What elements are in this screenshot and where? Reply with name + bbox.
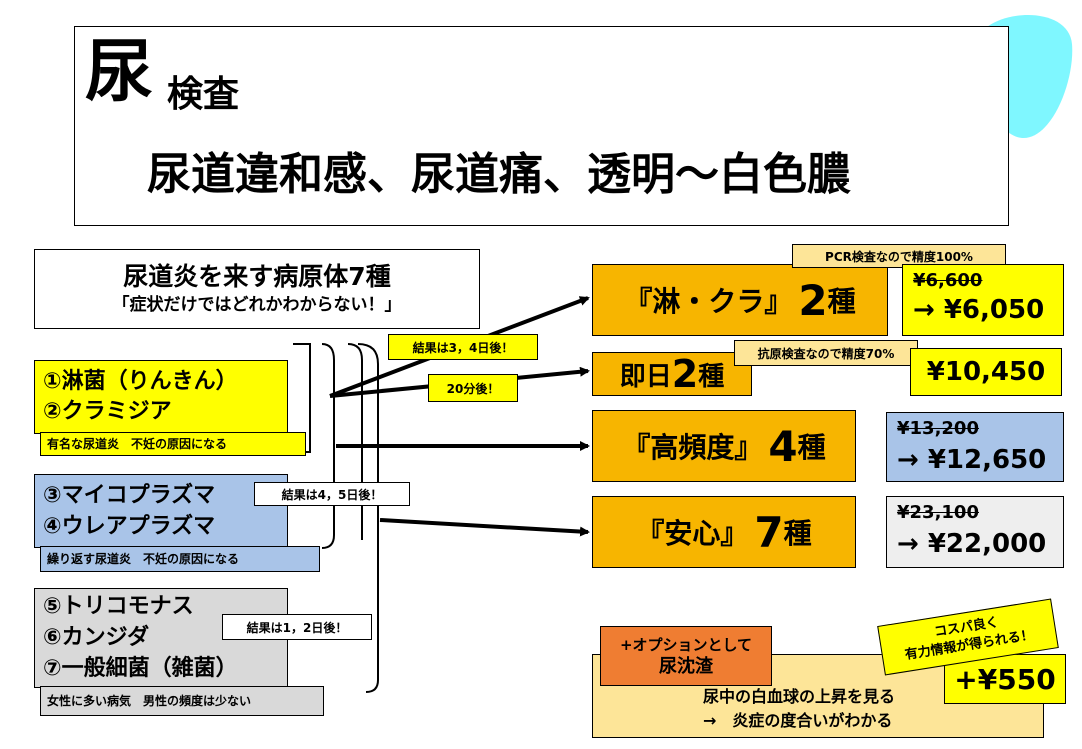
badge-antigen-accuracy: 抗原検査なので精度70% (734, 340, 918, 366)
page-subtitle: 尿道違和感、尿道痛、透明～白色膿 (147, 149, 851, 200)
test1-count: 2 (798, 275, 828, 325)
bracket-group2 (321, 343, 335, 549)
pathogen-gonorrhea: ①淋菌（りんきん） (43, 369, 238, 394)
test1-name: 『淋・クラ』 (624, 285, 793, 318)
pathogen-group-2-note: 繰り返す尿道炎 不妊の原因になる (40, 546, 320, 572)
test4-new-price: → ¥22,000 (897, 529, 1047, 559)
test4-name: 『安心』 (636, 517, 749, 550)
test3-old-price: ¥13,200 (897, 418, 979, 439)
pathogen-ureaplasma: ④ウレアプラズマ (43, 514, 216, 539)
test3-new-price: → ¥12,650 (897, 445, 1047, 475)
result-label-12days: 結果は1，2日後！ (222, 614, 372, 640)
option-desc-line1: 尿中の白血球の上昇を見る (703, 687, 896, 706)
option-desc-line2: → 炎症の度合いがわかる (703, 711, 893, 730)
test1-unit: 種 (827, 285, 856, 318)
test4-count: 7 (754, 507, 784, 557)
title-box: 尿 検査 尿道違和感、尿道痛、透明～白色膿 (74, 26, 1009, 226)
pathogen-group-1-note: 有名な尿道炎 不妊の原因になる (40, 432, 306, 456)
arrow-to-test4 (379, 518, 590, 537)
price-box-test4: ¥23,100 → ¥22,000 (886, 496, 1064, 568)
pathogens-header-line1: 尿道炎を来す病原体7種 (123, 262, 391, 291)
pathogens-header-line2: 「症状だけではどれかわからない！」 (112, 295, 402, 315)
test2-name: 即日 (619, 361, 672, 392)
pathogen-group-1: ①淋菌（りんきん） ②クラミジア (34, 360, 288, 434)
result-label-45days: 結果は4，5日後！ (254, 482, 410, 506)
test2-count: 2 (671, 352, 699, 396)
pathogen-trichomonas: ⑤トリコモナス (43, 594, 194, 619)
title-kanji-rest: 検査 (167, 74, 240, 115)
test-highfreq-4: 『高頻度』 4 種 (592, 410, 856, 482)
title-kanji-large: 尿 (85, 33, 154, 112)
pathogen-group-2: ③マイコプラズマ ④ウレアプラズマ (34, 474, 288, 548)
test-anshin-7: 『安心』 7 種 (592, 496, 856, 568)
badge-pcr-accuracy: PCR検査なので精度100% (792, 244, 1006, 268)
bracket-group3 (347, 343, 363, 540)
test4-unit: 種 (783, 517, 812, 550)
test1-new-price: → ¥6,050 (913, 295, 1045, 325)
option-label-line2: 尿沈渣 (659, 656, 713, 677)
price-box-test1: ¥6,600 → ¥6,050 (902, 264, 1064, 336)
price-box-test3: ¥13,200 → ¥12,650 (886, 412, 1064, 482)
test-sameday-2: 即日 2 種 (592, 352, 752, 396)
pathogen-candida: ⑥カンジダ (43, 625, 150, 650)
test2-price: ¥10,450 (910, 348, 1062, 396)
pathogen-chlamydia: ②クラミジア (43, 399, 172, 424)
test2-unit: 種 (698, 361, 725, 392)
pathogen-group-3-note: 女性に多い病気 男性の頻度は少ない (40, 686, 324, 716)
bracket-group4 (357, 343, 379, 693)
pathogens-header: 尿道炎を来す病原体7種 「症状だけではどれかわからない！」 (34, 249, 480, 329)
result-label-34days: 結果は3，4日後！ (388, 334, 538, 360)
result-label-20min: 20分後！ (428, 374, 518, 402)
test-gono-chla-2: 『淋・クラ』 2 種 (592, 264, 888, 336)
test4-old-price: ¥23,100 (897, 502, 979, 523)
option-label-line1: +オプションとして (619, 636, 753, 654)
pathogen-bacteria: ⑦一般細菌（雑菌） (43, 656, 238, 681)
option-label: +オプションとして 尿沈渣 (600, 626, 772, 686)
test3-count: 4 (768, 421, 798, 471)
test3-name: 『高頻度』 (622, 431, 763, 464)
test3-unit: 種 (797, 431, 826, 464)
pathogen-mycoplasma: ③マイコプラズマ (43, 483, 216, 508)
test1-old-price: ¥6,600 (913, 270, 983, 291)
